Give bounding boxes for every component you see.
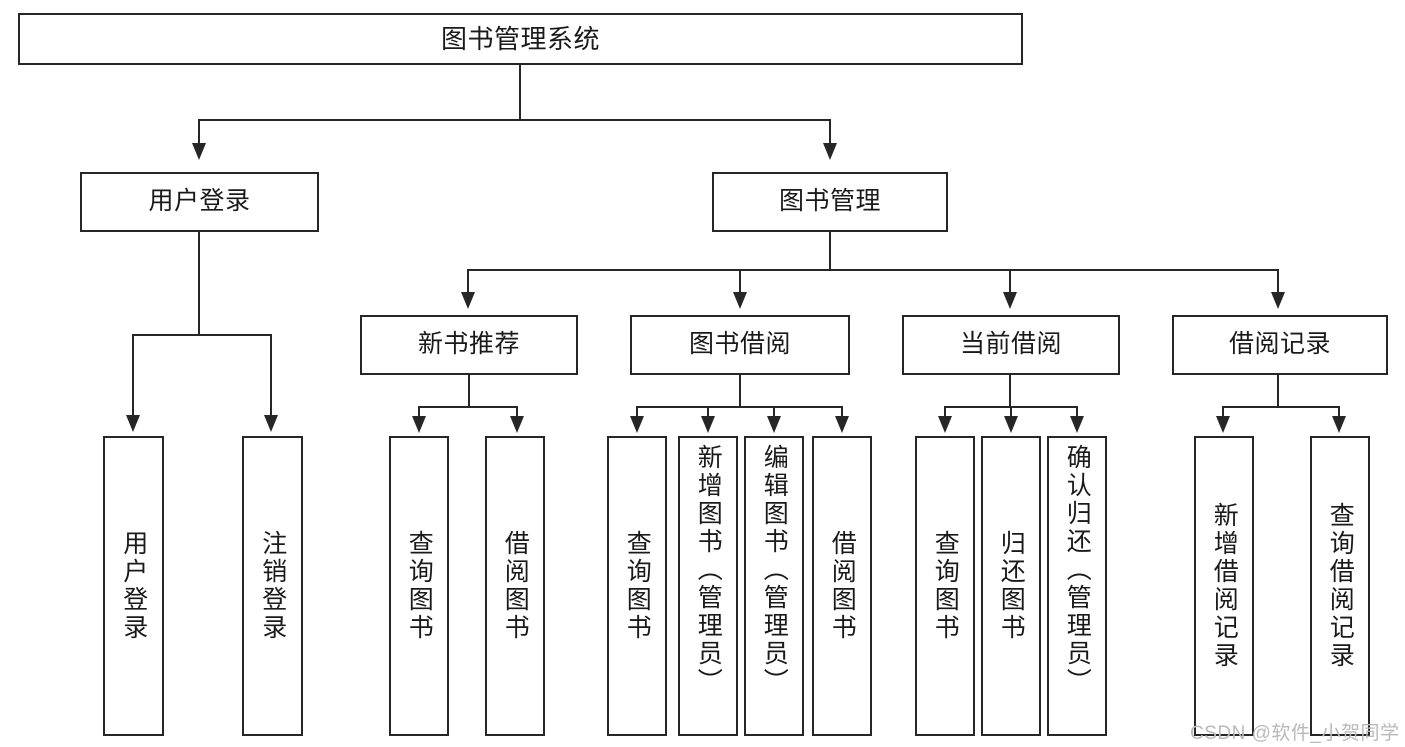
leaf-book-borrow-borrow-books[interactable]: 借阅图书 [812, 436, 872, 736]
connector-bb-to-leaf-4 [841, 406, 843, 419]
leaf-current-borrow-return-books[interactable]: 归还图书 [981, 436, 1041, 736]
connector-new-book-stem [468, 375, 470, 408]
arrowhead-user-login-to-leaf-1 [126, 415, 140, 432]
connector-bb-to-leaf-3 [773, 406, 775, 419]
connector-bb-to-leaf-2 [707, 406, 709, 419]
node-new-book-recommend[interactable]: 新书推荐 [360, 315, 578, 375]
leaf-borrow-record-query-record[interactable]: 查询借阅记录 [1310, 436, 1370, 736]
node-user-login[interactable]: 用户登录 [80, 172, 319, 232]
leaf-label: 查询借阅记录 [1326, 502, 1355, 670]
leaf-label: 确认归还（管理员） [1063, 444, 1092, 696]
connector-user-login-stem [198, 232, 200, 336]
leaf-book-borrow-query-books[interactable]: 查询图书 [607, 436, 667, 736]
leaf-current-borrow-query-books[interactable]: 查询图书 [915, 436, 975, 736]
leaf-user-login-logout[interactable]: 注销登录 [242, 436, 303, 736]
leaf-label: 查询图书 [623, 530, 652, 642]
node-label: 当前借阅 [959, 330, 1062, 359]
leaf-label: 查询图书 [405, 530, 434, 642]
arrowhead-bb-to-leaf-3 [767, 416, 781, 433]
leaf-current-borrow-confirm-return-admin[interactable]: 确认归还（管理员） [1047, 436, 1107, 736]
connector-root-to-user-login [198, 119, 200, 145]
connector-borrow-record-stem [1277, 375, 1279, 408]
connector-book-borrow-stem [739, 375, 741, 408]
node-label: 用户登录 [148, 187, 251, 216]
leaf-label: 用户登录 [119, 530, 148, 642]
leaf-new-book-borrow-books[interactable]: 借阅图书 [485, 436, 545, 736]
connector-root-stem [519, 65, 521, 120]
arrowhead-br-to-leaf-1 [1216, 416, 1230, 433]
arrowhead-bb-to-leaf-1 [630, 416, 644, 433]
arrowhead-br-to-leaf-2 [1332, 416, 1346, 433]
arrowhead-cb-to-leaf-2 [1004, 416, 1018, 433]
node-current-borrow[interactable]: 当前借阅 [902, 315, 1120, 375]
connector-bm-to-current-borrow [1009, 269, 1011, 295]
connector-bm-to-book-borrow [739, 269, 741, 295]
connector-bb-to-leaf-1 [636, 406, 638, 419]
connector-root-to-book-management [829, 119, 831, 145]
leaf-label: 新增图书（管理员） [694, 444, 723, 696]
connector-cb-to-leaf-1 [944, 406, 946, 419]
arrowhead-root-to-book-management [823, 143, 837, 160]
connector-new-book-to-leaf-2 [516, 406, 518, 419]
arrowhead-bm-to-borrow-record [1271, 292, 1285, 309]
connector-bm-to-new-book [467, 269, 469, 295]
leaf-label: 归还图书 [997, 530, 1026, 642]
csdn-watermark: CSDN @软件_小贺同学 [1190, 723, 1400, 744]
arrowhead-new-book-to-leaf-2 [510, 416, 524, 433]
leaf-new-book-query-books[interactable]: 查询图书 [389, 436, 449, 736]
arrowhead-bm-to-new-book [461, 292, 475, 309]
connector-borrow-record-bar [1222, 406, 1340, 408]
connector-new-book-to-leaf-1 [418, 406, 420, 419]
arrowhead-bb-to-leaf-2 [701, 416, 715, 433]
node-label: 新书推荐 [417, 330, 520, 359]
connector-br-to-leaf-2 [1338, 406, 1340, 419]
node-label: 图书借阅 [688, 330, 791, 359]
node-book-borrow[interactable]: 图书借阅 [630, 315, 850, 375]
node-label: 图书管理 [778, 187, 881, 216]
connector-root-bar [198, 119, 831, 121]
connector-cb-to-leaf-3 [1076, 406, 1078, 419]
leaf-label: 借阅图书 [501, 530, 530, 642]
node-borrow-record[interactable]: 借阅记录 [1172, 315, 1388, 375]
node-book-management[interactable]: 图书管理 [712, 172, 948, 232]
connector-current-borrow-stem [1009, 375, 1011, 408]
connector-cb-to-leaf-2 [1010, 406, 1012, 419]
arrowhead-new-book-to-leaf-1 [412, 416, 426, 433]
arrowhead-bm-to-book-borrow [733, 292, 747, 309]
leaf-book-borrow-edit-book-admin[interactable]: 编辑图书（管理员） [744, 436, 804, 736]
leaf-label: 借阅图书 [828, 530, 857, 642]
connector-book-management-stem [829, 232, 831, 271]
connector-br-to-leaf-1 [1222, 406, 1224, 419]
connector-bm-to-borrow-record [1277, 269, 1279, 295]
arrowhead-bb-to-leaf-4 [835, 416, 849, 433]
arrowhead-cb-to-leaf-1 [938, 416, 952, 433]
node-label: 借阅记录 [1228, 330, 1331, 359]
arrowhead-user-login-to-leaf-2 [264, 415, 278, 432]
leaf-book-borrow-add-book-admin[interactable]: 新增图书（管理员） [678, 436, 738, 736]
node-root-book-management-system[interactable]: 图书管理系统 [18, 13, 1023, 65]
arrowhead-root-to-user-login [192, 143, 206, 160]
arrowhead-bm-to-current-borrow [1003, 292, 1017, 309]
leaf-label: 编辑图书（管理员） [760, 444, 789, 696]
connector-book-borrow-bar [636, 406, 843, 408]
connector-user-login-to-leaf-1 [132, 334, 134, 418]
arrowhead-cb-to-leaf-3 [1070, 416, 1084, 433]
leaf-label: 查询图书 [931, 530, 960, 642]
leaf-label: 新增借阅记录 [1210, 502, 1239, 670]
connector-new-book-bar [418, 406, 518, 408]
leaf-borrow-record-add-record[interactable]: 新增借阅记录 [1194, 436, 1254, 736]
connector-book-management-bar [467, 269, 1279, 271]
connector-user-login-bar [132, 334, 272, 336]
leaf-label: 注销登录 [258, 530, 287, 642]
connector-user-login-to-leaf-2 [270, 334, 272, 418]
leaf-user-login-login[interactable]: 用户登录 [103, 436, 164, 736]
node-label: 图书管理系统 [440, 23, 600, 54]
